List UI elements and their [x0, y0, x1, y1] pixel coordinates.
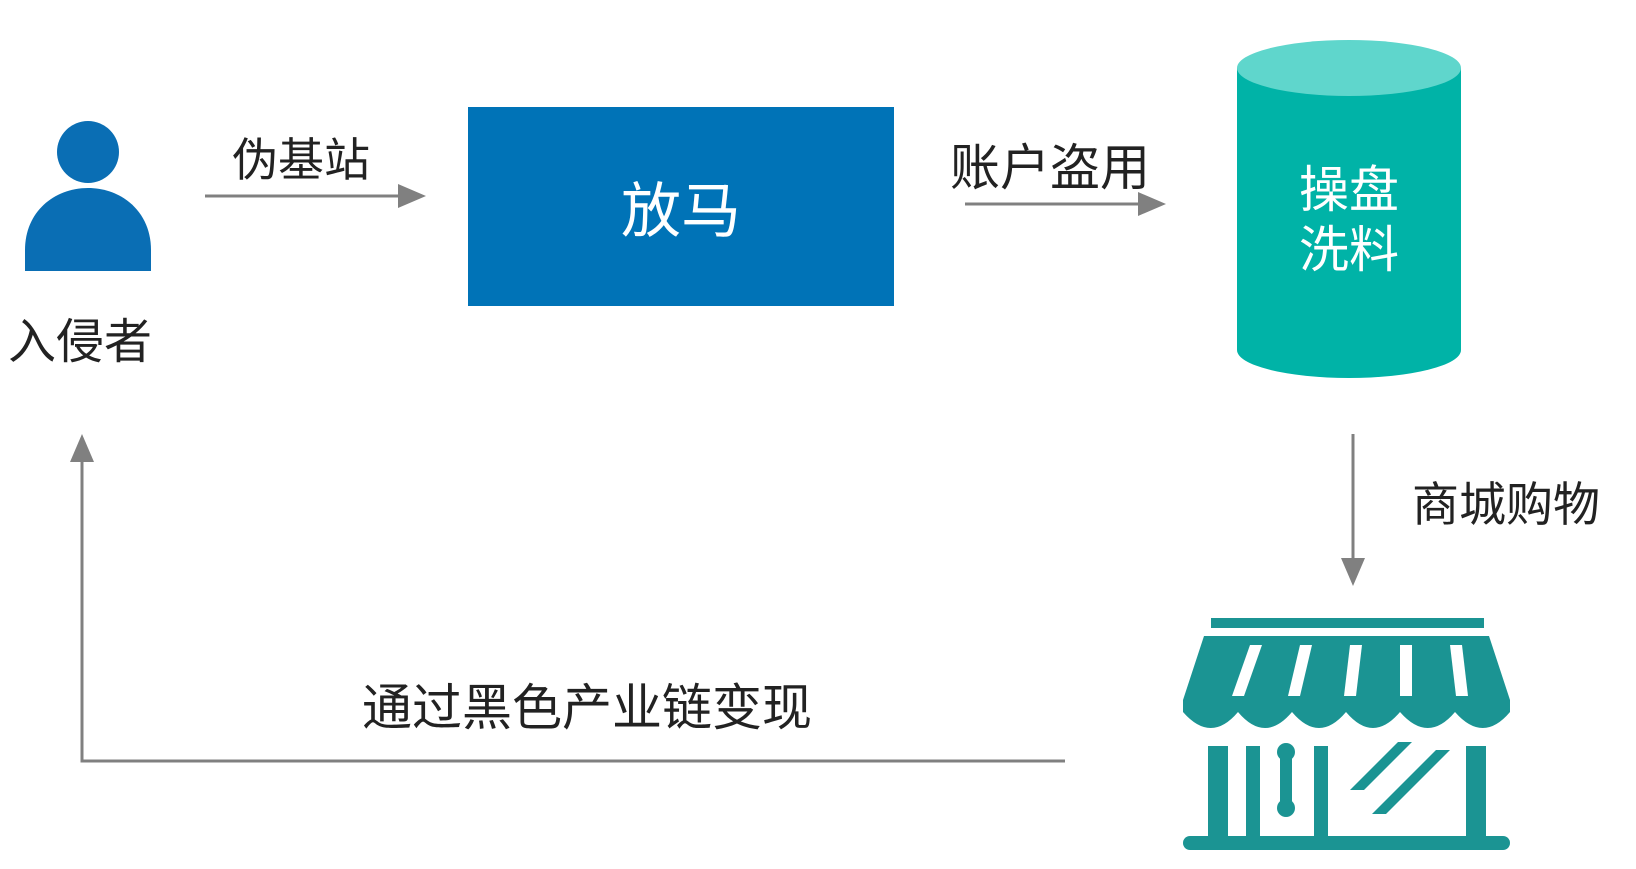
trojan-label: 放马: [621, 177, 741, 247]
person-icon: [25, 121, 151, 271]
edge-label-mall-shopping: 商城购物: [1412, 478, 1600, 533]
edge-label-account-theft: 账户盗用: [950, 139, 1150, 197]
arrow-monetize: [70, 434, 1065, 763]
database-label-line2: 洗料: [1299, 221, 1399, 279]
arrow-fake-base-station: [205, 184, 426, 208]
actor-label: 入侵者: [8, 314, 153, 370]
edge-label-monetize: 通过黑色产业链变现: [362, 679, 812, 737]
database-label-line1: 操盘: [1299, 161, 1399, 219]
trojan-node: 放马: [468, 107, 894, 306]
edge-label-fake-base-station: 伪基站: [232, 133, 370, 187]
arrow-account-theft: [965, 192, 1166, 216]
database-cylinder: [1237, 40, 1461, 378]
storefront-icon: [1183, 618, 1510, 850]
database-label: 操盘 洗料: [1237, 160, 1461, 280]
arrow-mall-shopping: [1341, 434, 1365, 586]
